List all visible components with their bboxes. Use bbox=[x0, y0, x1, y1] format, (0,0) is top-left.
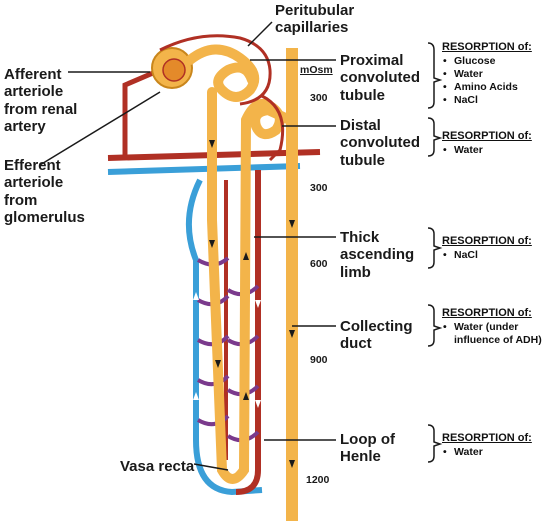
resorption-heading: RESORPTION of: bbox=[442, 432, 532, 444]
osmolarity-value: 1200 bbox=[306, 474, 330, 486]
glomerulus bbox=[162, 58, 186, 82]
label-vasa-recta: Vasa recta bbox=[120, 458, 195, 475]
label-loop-of-henle: Loop of Henle bbox=[340, 431, 395, 466]
resorption-brackets bbox=[427, 42, 443, 463]
resorption-heading: RESORPTION of: bbox=[442, 307, 532, 319]
label-proximal-tubule: Proximal convoluted tubule bbox=[340, 52, 421, 104]
osmolarity-value: 300 bbox=[310, 92, 328, 104]
afferent-vessel bbox=[122, 67, 161, 158]
label-distal-tubule: Distal convoluted tubule bbox=[340, 117, 421, 169]
osmolarity-value: 300 bbox=[310, 182, 328, 194]
renal-vein bbox=[107, 163, 301, 175]
label-thick-ascending-limb: Thick ascending limb bbox=[340, 229, 415, 281]
resorption-heading: RESORPTION of: bbox=[442, 41, 532, 53]
osmolarity-unit: mOsm bbox=[300, 64, 333, 76]
label-peritubular-capillaries: Peritubular capillaries bbox=[275, 2, 355, 37]
osmolarity-value: 900 bbox=[310, 354, 328, 366]
resorption-item: Water (under influence of ADH) bbox=[443, 321, 546, 347]
leader-lines bbox=[39, 21, 336, 471]
resorption-item: NaCl bbox=[443, 94, 532, 107]
label-afferent-arteriole: Afferent arteriole from renal artery bbox=[4, 66, 78, 135]
resorption-item: Water bbox=[443, 446, 532, 459]
peritubular-capillary bbox=[159, 34, 285, 162]
resorption-thick-ascending: RESORPTION of: NaCl bbox=[442, 235, 532, 262]
descending-limb bbox=[207, 87, 251, 484]
resorption-heading: RESORPTION of: bbox=[442, 235, 532, 247]
flow-arrows bbox=[209, 140, 295, 468]
distal-tubule bbox=[241, 98, 295, 140]
resorption-distal: RESORPTION of: Water bbox=[442, 130, 532, 157]
vasa-recta-venous bbox=[185, 178, 263, 496]
osmolarity-value: 600 bbox=[310, 258, 328, 270]
resorption-item: NaCl bbox=[443, 249, 532, 262]
resorption-item: Water bbox=[443, 68, 532, 81]
proximal-tubule bbox=[185, 44, 260, 102]
resorption-collecting: RESORPTION of: Water (under influence of… bbox=[442, 307, 546, 347]
collecting-duct-branch bbox=[285, 119, 297, 131]
resorption-item: Glucose bbox=[443, 55, 532, 68]
resorption-proximal: RESORPTION of: Glucose Water Amino Acids… bbox=[442, 41, 532, 107]
resorption-item: Amino Acids bbox=[443, 81, 532, 94]
label-efferent-arteriole: Efferent arteriole from glomerulus bbox=[4, 157, 85, 226]
resorption-heading: RESORPTION of: bbox=[442, 130, 532, 142]
label-collecting-duct: Collecting duct bbox=[340, 318, 413, 353]
vessel-flow-arrows bbox=[193, 292, 261, 408]
resorption-loop: RESORPTION of: Water bbox=[442, 432, 532, 459]
resorption-item: Water bbox=[443, 144, 532, 157]
vasa-recta-arterial bbox=[235, 170, 261, 495]
